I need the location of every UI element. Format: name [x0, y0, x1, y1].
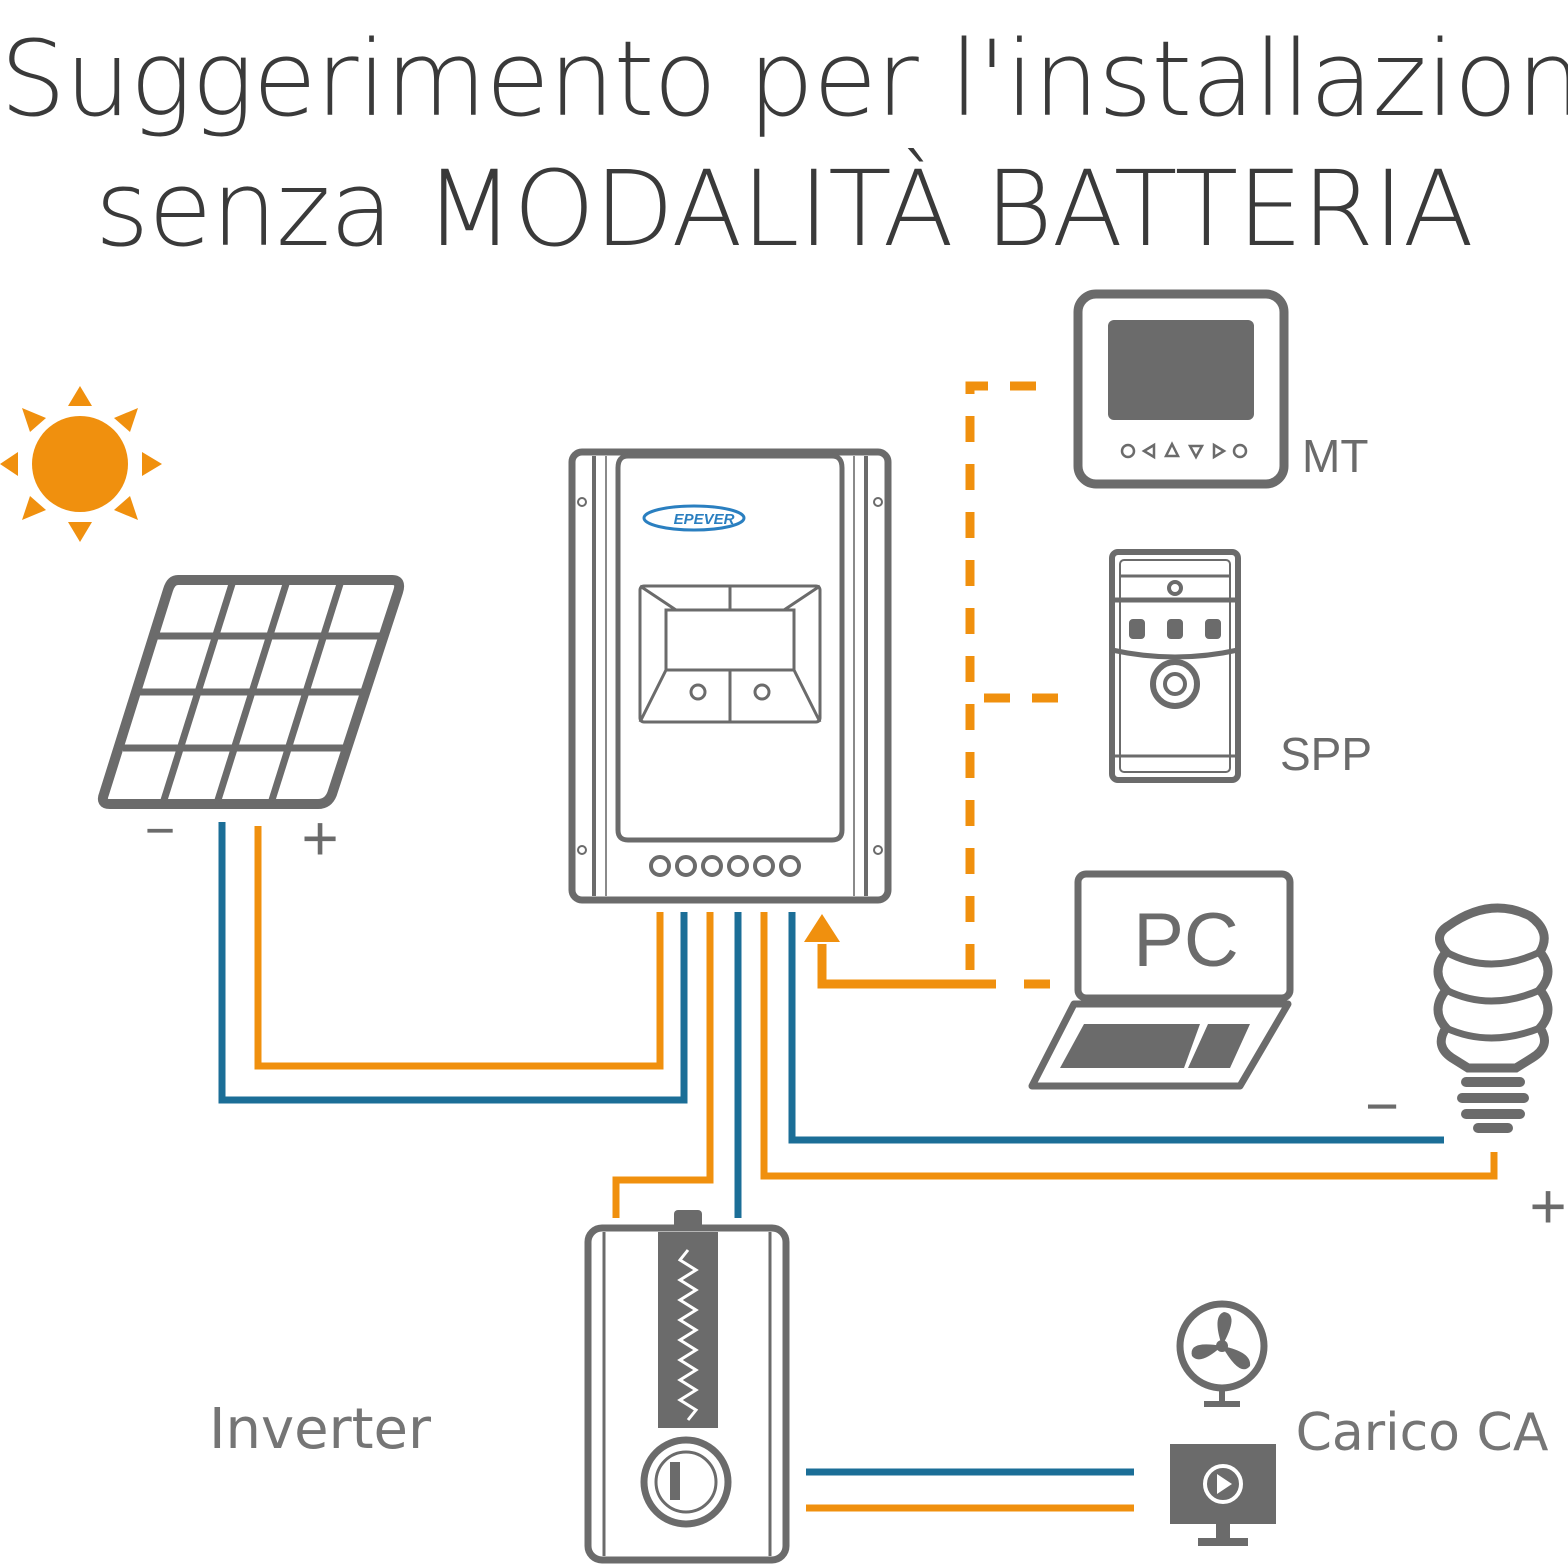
spp-label: SPP — [1280, 728, 1372, 780]
load-positive-wire — [760, 912, 1498, 1180]
pc-laptop-icon — [1028, 870, 1294, 1090]
comm-dashed-lines — [965, 381, 1064, 989]
spp-device-icon — [1109, 549, 1241, 783]
panel-positive-wire — [254, 826, 664, 1070]
title-line-1: Suggerimento per l'installazione — [0, 18, 1568, 140]
comm-arrow-line — [817, 944, 996, 989]
inverter-icon — [584, 1210, 790, 1564]
panel-plus-label: + — [301, 802, 338, 874]
sun-icon — [0, 386, 162, 542]
controller-terminals — [649, 855, 801, 877]
charge-controller: EPEVER — [568, 448, 892, 904]
panel-minus-label: − — [145, 802, 175, 860]
pc-label: PC — [1133, 898, 1239, 983]
controller-display — [638, 584, 822, 724]
tv-icon — [1170, 1444, 1276, 1546]
light-bulb-icon — [1433, 903, 1553, 1133]
mt-remote-meter-icon — [1073, 289, 1289, 489]
ac-load-label: Carico CA — [1296, 1403, 1549, 1463]
load-plus-label: + — [1529, 1170, 1566, 1242]
mt-label: MT — [1302, 430, 1368, 482]
fan-icon — [1176, 1300, 1268, 1407]
title-line-2: senza MODALITÀ BATTERIA — [95, 148, 1474, 270]
brand-logo-icon — [642, 504, 746, 532]
inverter-label: Inverter — [209, 1397, 432, 1462]
solar-panel-icon — [97, 575, 405, 809]
panel-negative-wire — [218, 822, 688, 1104]
wiring — [218, 822, 1498, 1512]
comm-arrow-head — [804, 914, 840, 942]
inverter-positive-wire — [612, 912, 714, 1218]
load-minus-label: − — [1365, 1074, 1399, 1139]
load-negative-wire — [788, 912, 1444, 1144]
controller-brand-label: EPEVER — [674, 511, 735, 528]
